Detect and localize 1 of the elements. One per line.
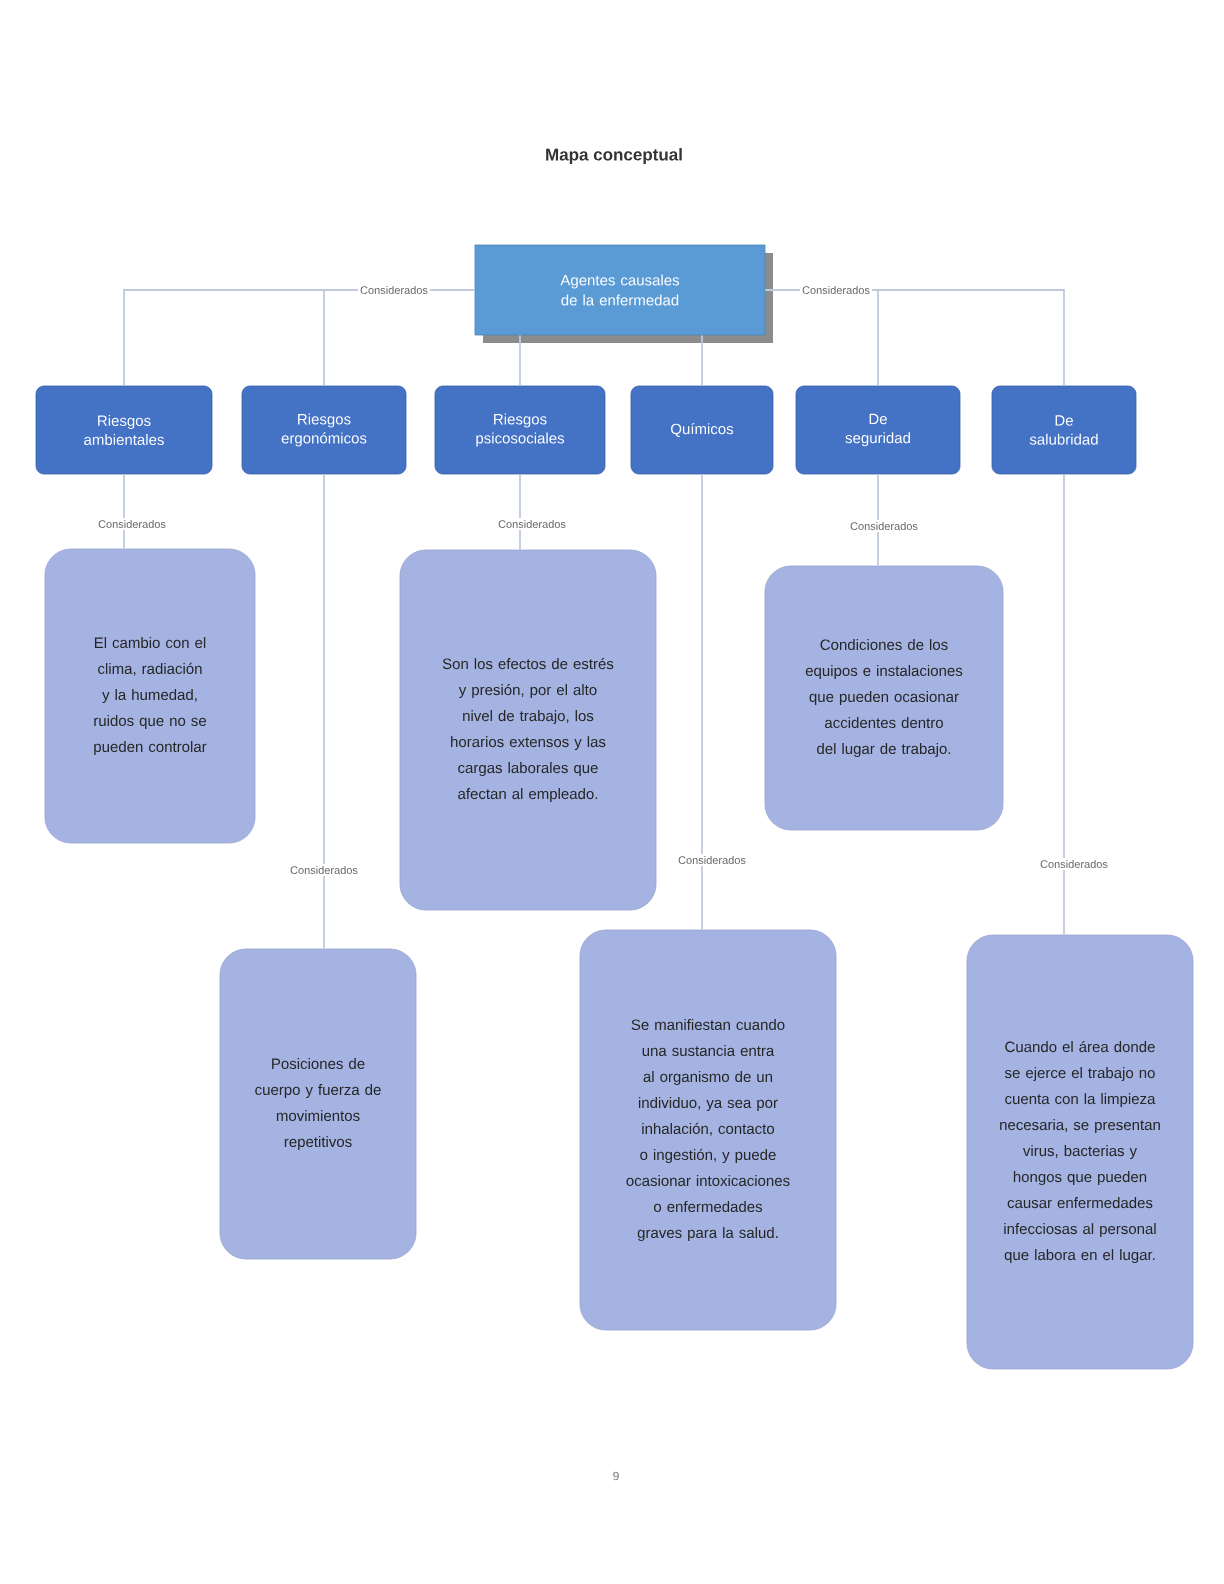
- title: Mapa conceptual: [546, 148, 682, 164]
